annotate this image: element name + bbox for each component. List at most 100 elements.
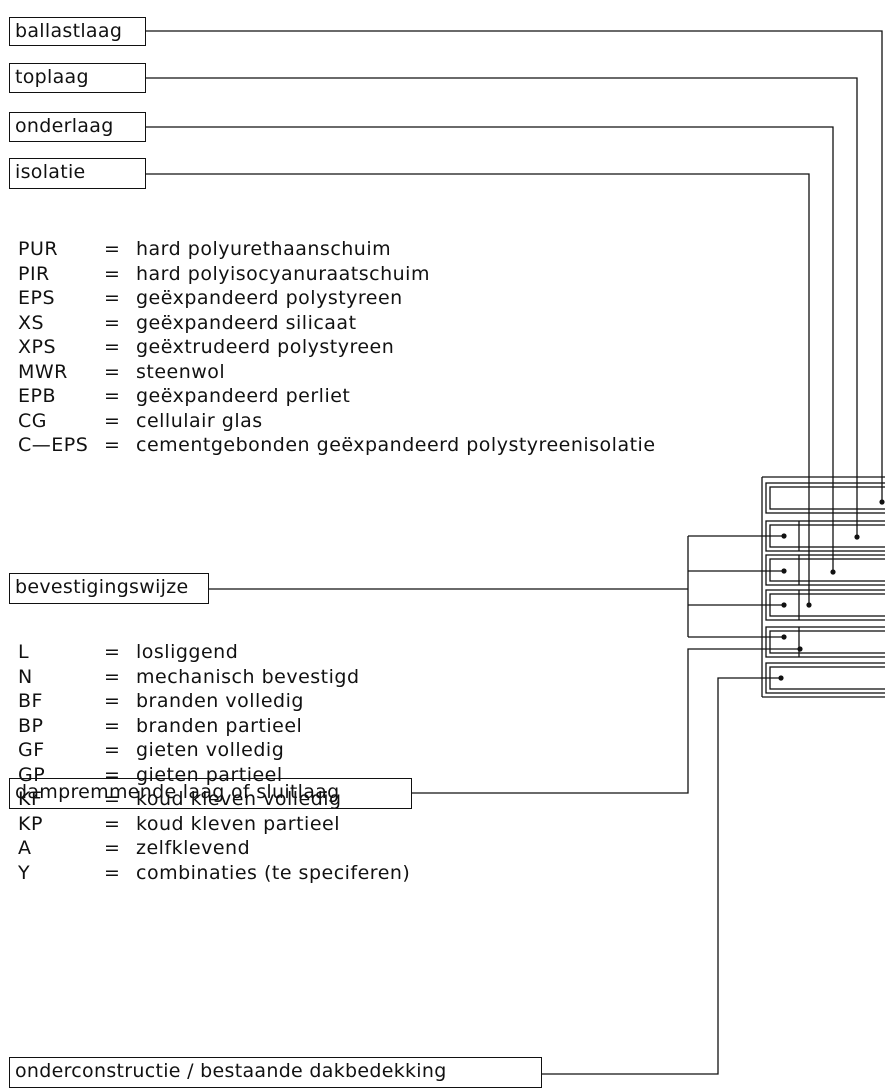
layer-ballastlaag	[765, 482, 885, 514]
legend-equals: =	[104, 262, 121, 285]
dot-fix-1	[781, 533, 787, 539]
legend-description: geëxpandeerd polystyreen	[136, 287, 403, 309]
legend-abbr: C—EPS	[18, 434, 89, 456]
leader-ballastlaag	[146, 30, 883, 502]
label-dampremmende-laag: dampremmende laag of sluitlaag	[9, 778, 412, 809]
legend-equals: =	[104, 409, 121, 432]
legend-abbr: KP	[18, 812, 43, 835]
legend-abbr: L	[18, 641, 30, 663]
dot-damprem	[797, 646, 803, 652]
legend-row: GF=gieten volledig	[18, 738, 410, 763]
legend-equals: =	[104, 714, 121, 737]
legend-abbr: N	[18, 665, 33, 688]
dot-fix-2	[781, 568, 787, 574]
legend-description: hard polyurethaanschuim	[136, 238, 392, 260]
layer-onderconstructie-inner	[769, 666, 885, 690]
legend-abbr: Y	[18, 861, 31, 884]
legend-equals: =	[104, 690, 121, 712]
legend-row: GP = gieten partieel	[18, 763, 410, 788]
legend-description: geëxtrudeerd polystyreen	[136, 336, 395, 358]
legend-row: XS = geëxpandeerd silicaat	[18, 311, 656, 336]
legend-abbr: GP	[18, 763, 46, 786]
legend-description: koud kleven volledig	[136, 788, 342, 810]
legend-abbr: A	[18, 837, 32, 859]
layer-isolatie	[765, 589, 885, 621]
legend-description: losliggend	[136, 641, 239, 663]
leader-isolatie	[146, 173, 810, 605]
legend-abbr: XPS	[18, 336, 57, 358]
legend-abbr: BF	[18, 690, 43, 712]
legend-equals: =	[104, 665, 121, 688]
legend-description: cementgebonden geëxpandeerd polystyreeni…	[136, 434, 656, 456]
legend-abbr: EPB	[18, 385, 56, 407]
legend-description: combinaties (te speciferen)	[136, 861, 411, 884]
label-onderconstructie: onderconstructie / bestaande dakbedekkin…	[9, 1057, 542, 1088]
leader-onderconstructie	[542, 677, 781, 1075]
label-onderlaag: onderlaag	[9, 112, 146, 142]
legend-row: XPS=geëxtrudeerd polystyreen	[18, 335, 656, 360]
legend-equals: =	[104, 739, 121, 761]
legend-abbr: CG	[18, 409, 47, 432]
legend-row: BF=branden volledig	[18, 689, 410, 714]
layer-dampremmend-inner	[769, 630, 885, 654]
layer-onderlaag	[765, 554, 885, 586]
layer-dampremmend	[765, 626, 885, 658]
legend-description: hard polyisocyanuraatschuim	[136, 262, 430, 285]
legend-abbr: BP	[18, 714, 44, 737]
legend-description: mechanisch bevestigd	[136, 665, 360, 688]
legend-equals: =	[104, 861, 121, 884]
legend-equals: =	[104, 238, 121, 260]
legend-row: EPB=geëxpandeerd perliet	[18, 384, 656, 409]
legend-row: PIR=hard polyisocyanuraatschuim	[18, 262, 656, 287]
label-bevestigingswijze: bevestigingswijze	[9, 573, 209, 604]
leader-toplaag	[146, 77, 858, 537]
label-isolatie: isolatie	[9, 158, 146, 189]
dot-onderlaag	[830, 569, 836, 575]
legend-description: branden partieel	[136, 714, 303, 737]
legend-equals: =	[104, 385, 121, 407]
dot-fix-3	[781, 602, 787, 608]
legend-abbr: PUR	[18, 238, 59, 260]
legend-description: gieten partieel	[136, 763, 283, 786]
legend-row: Y = combinaties (te speciferen)	[18, 861, 410, 886]
legend-row: MWR=steenwol	[18, 360, 656, 385]
legend-row: L = losliggend	[18, 640, 410, 665]
legend-equals: =	[104, 287, 121, 309]
layer-onderconstructie	[765, 662, 885, 694]
legend-row: BP = branden partieel	[18, 714, 410, 739]
legend-equals: =	[104, 434, 121, 456]
dot-ballastlaag	[879, 499, 885, 505]
legend-equals: =	[104, 837, 121, 859]
legend-equals: =	[104, 812, 121, 835]
layer-toplaag-inner	[769, 524, 885, 548]
layer-toplaag	[765, 520, 885, 552]
legend-row: CG=cellulair glas	[18, 409, 656, 434]
legend-row: KF=koud kleven volledig	[18, 787, 410, 812]
legend-description: geëxpandeerd silicaat	[136, 311, 357, 334]
legend-equals: =	[104, 360, 121, 383]
dot-toplaag	[854, 534, 860, 540]
legend-abbr: KF	[18, 788, 43, 810]
legend-description: zelfklevend	[136, 837, 251, 859]
label-ballastlaag: ballastlaag	[9, 17, 146, 46]
legend-row: C—EPS = cementgebonden geëxpandeerd polyst…	[18, 433, 656, 458]
label-toplaag: toplaag	[9, 63, 146, 93]
bracket-bevestiging	[687, 535, 784, 638]
leader-damprem	[412, 648, 800, 794]
leader-onderlaag	[146, 126, 834, 572]
legend-description: gieten volledig	[136, 739, 285, 761]
dot-fix-4	[781, 634, 787, 640]
legend-row: EPS=geëxpandeerd polystyreen	[18, 286, 656, 311]
legend-row: A = zelfklevend	[18, 836, 410, 861]
dot-isolatie	[806, 602, 812, 608]
legend-equals: =	[104, 763, 121, 786]
legend-equals: =	[104, 311, 121, 334]
insulation-legend: PUR=hard polyurethaanschuim PIR=hard pol…	[18, 237, 656, 458]
legend-equals: =	[104, 641, 121, 663]
layer-isolatie-inner	[769, 593, 885, 617]
legend-abbr: XS	[18, 311, 45, 334]
fixing-legend: L = losliggend N = mechanisch bevestigd BF = b…	[18, 640, 410, 885]
legend-description: steenwol	[136, 360, 226, 383]
legend-row: KP=koud kleven partieel	[18, 812, 410, 837]
